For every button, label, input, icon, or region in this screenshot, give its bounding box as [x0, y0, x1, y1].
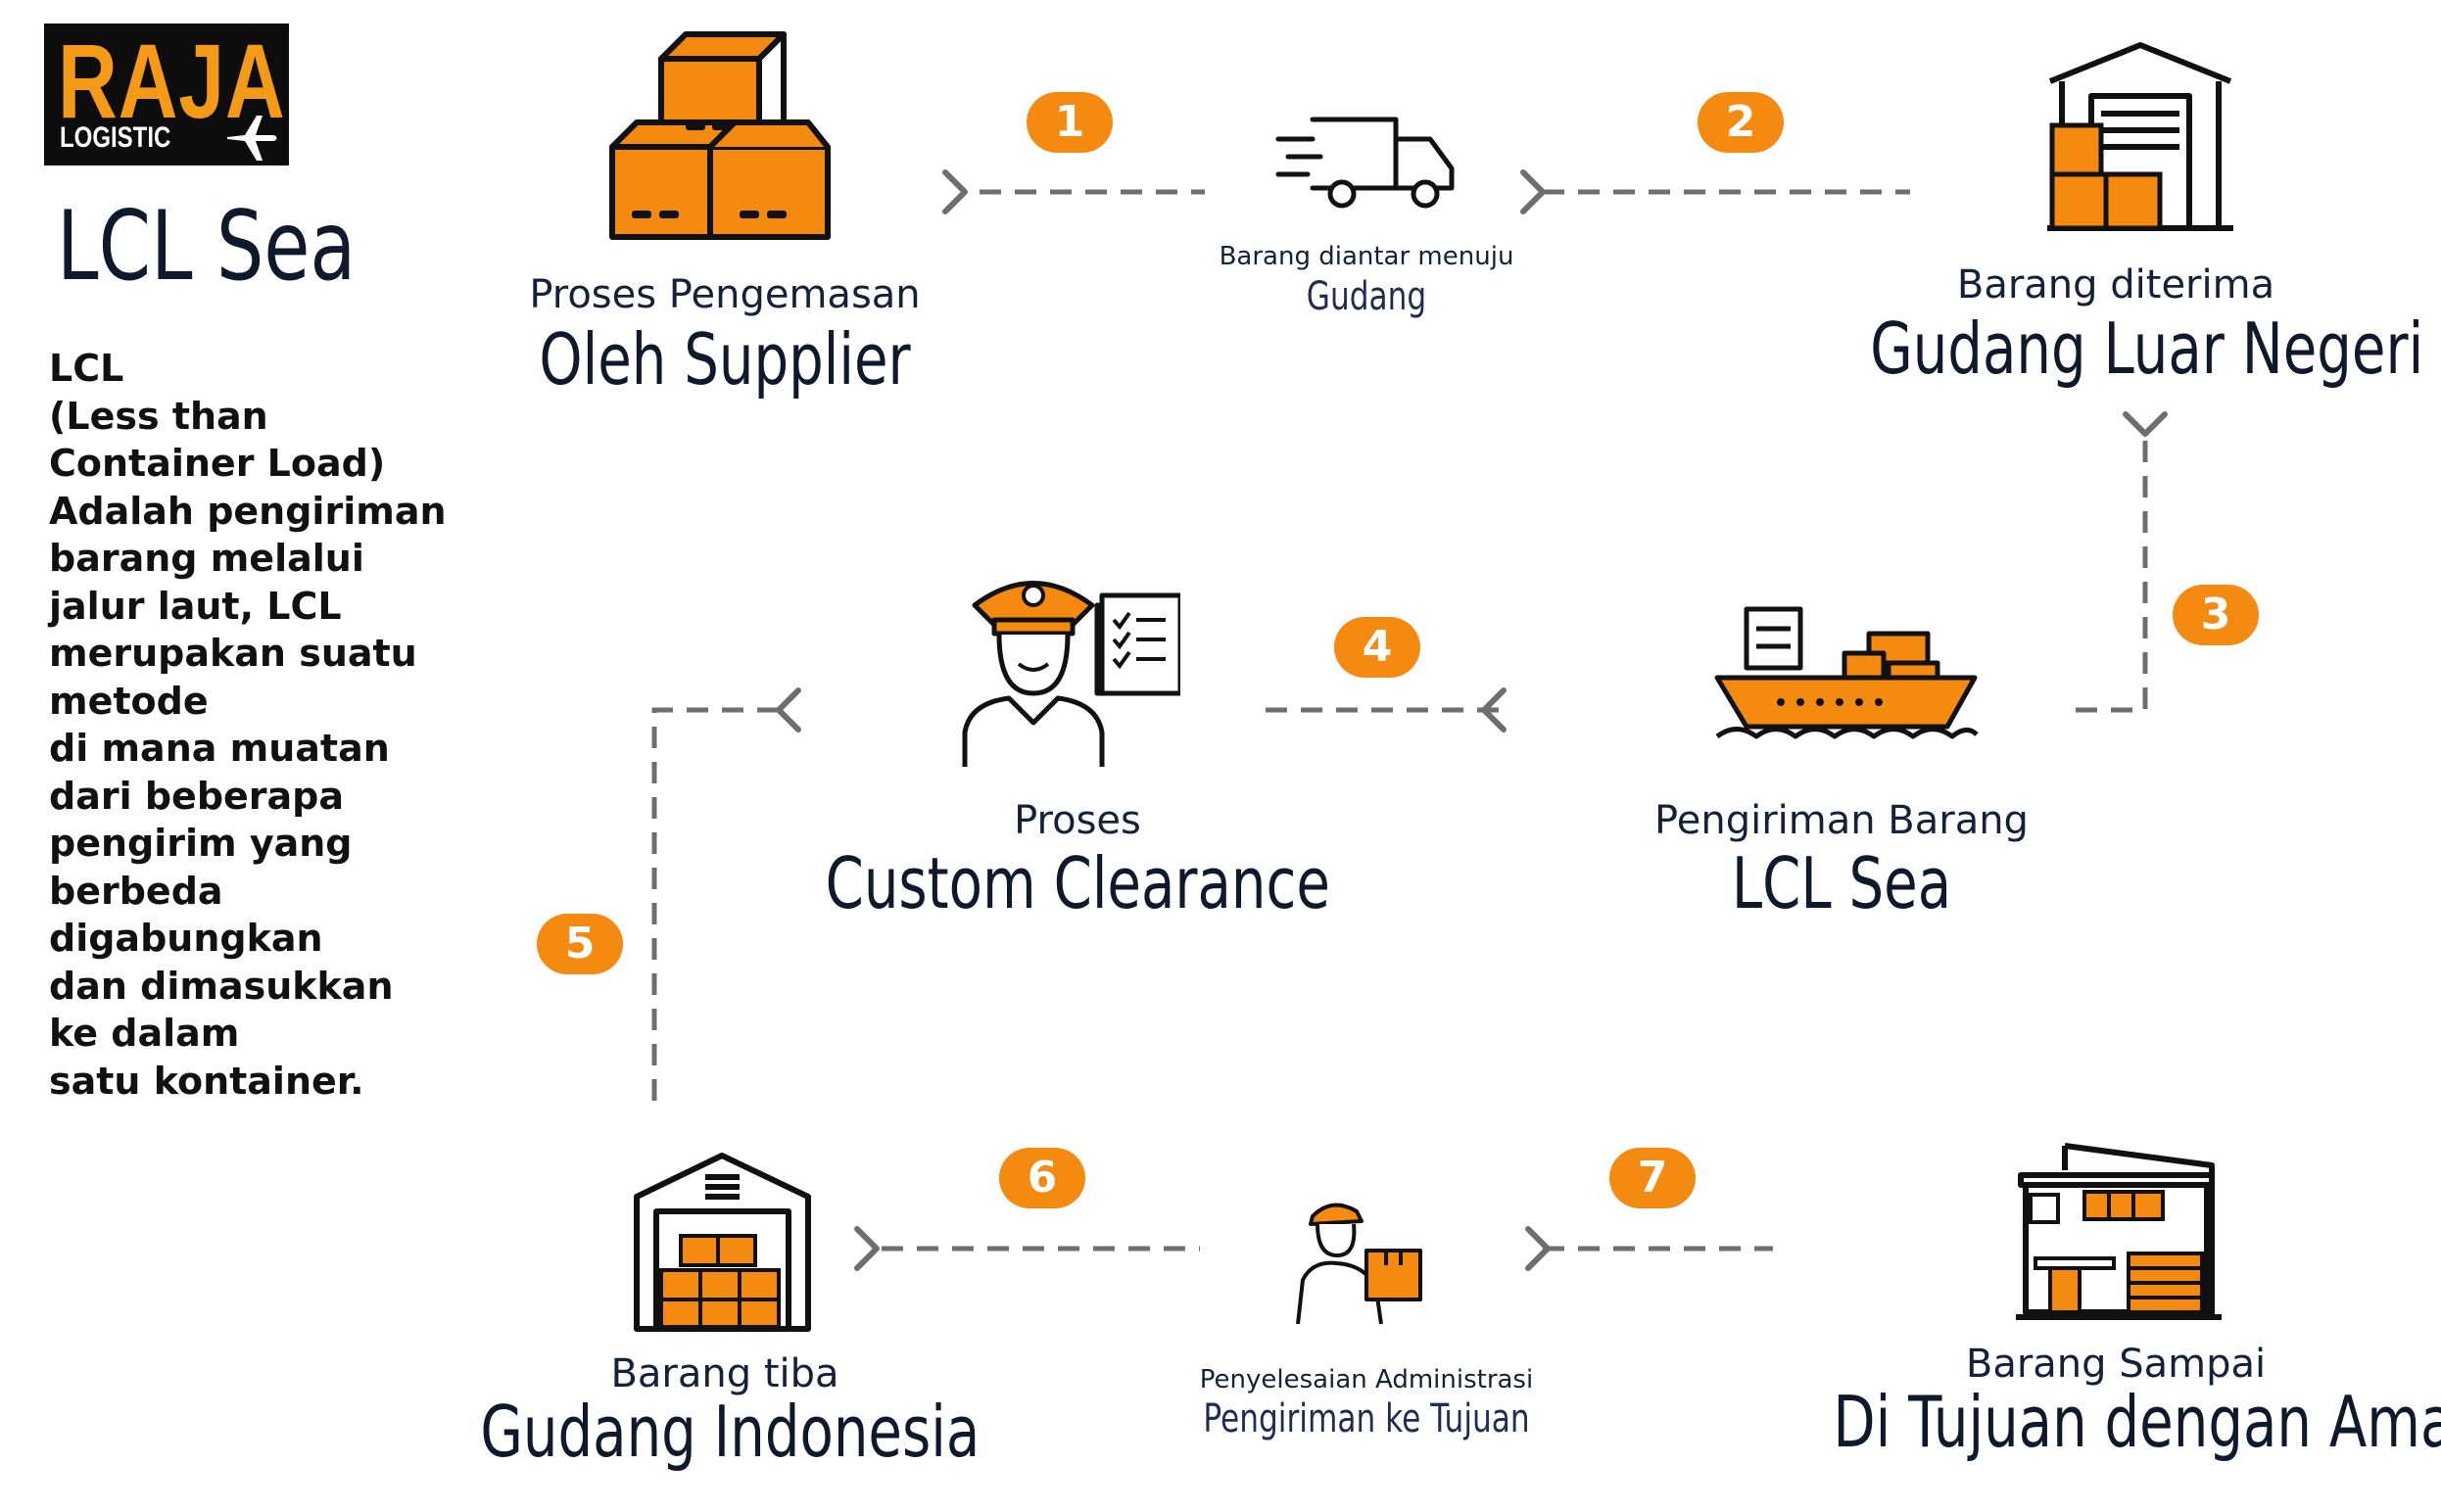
boxes-icon	[609, 31, 831, 240]
logo-subtext: LOGISTIC	[60, 121, 171, 154]
step-badge-3: 3	[2173, 585, 2259, 645]
description-line: Adalah pengiriman	[49, 489, 447, 533]
step-warehouse-abroad-line1: Barang diterima	[1956, 262, 2275, 307]
description-line: digabungkan	[49, 917, 323, 960]
step-packing-line1: Proses Pengemasan	[529, 272, 921, 317]
step-admin-line2: Pengiriman ke Tujuan	[1203, 1396, 1530, 1441]
warehouse-boxes-icon	[634, 1153, 811, 1332]
arrow-chevron	[854, 1226, 880, 1271]
step-admin-line1: Penyelesaian Administrasi	[1199, 1365, 1534, 1394]
description-line: satu kontainer.	[49, 1059, 364, 1103]
logo-text: RAJA	[58, 22, 286, 140]
step-delivery-line1: Barang diantar menuju	[1219, 242, 1514, 271]
description-line: LCL	[49, 347, 124, 390]
step-packing-line2: Oleh Supplier	[539, 318, 911, 401]
cargo-ship-icon	[1714, 606, 1979, 739]
arrow-chevron	[1481, 687, 1507, 732]
page-title: LCL Sea	[57, 191, 357, 303]
step-badge-5: 5	[537, 914, 623, 974]
step-delivery-line2: Gudang	[1306, 274, 1427, 319]
description-line: merupakan suatu	[49, 632, 417, 675]
step-arrived-line2: Di Tujuan dengan Aman	[1833, 1381, 2441, 1463]
lcl-description: LCL (Less than Container Load) Adalah pe…	[49, 345, 460, 1105]
arrow-chevron	[942, 169, 968, 214]
description-line: (Less than	[49, 394, 268, 438]
step-warehouse-id-line1: Barang tiba	[610, 1351, 839, 1396]
step-badge-2: 2	[1698, 92, 1784, 153]
arrow-chevron	[1520, 169, 1546, 214]
arrow-chevron	[1525, 1226, 1551, 1271]
step-warehouse-abroad-line2: Gudang Luar Negeri	[1870, 307, 2424, 390]
courier-icon	[1296, 1203, 1422, 1325]
description-line: di mana muatan	[49, 727, 390, 770]
step-clearance-line1: Proses	[1014, 798, 1141, 843]
description-line: ke dalam	[49, 1012, 240, 1055]
description-line: berbeda	[49, 869, 223, 913]
description-line: pengirim yang	[49, 822, 353, 865]
step-warehouse-id-line2: Gudang Indonesia	[480, 1391, 981, 1473]
customs-officer-icon	[962, 581, 1180, 767]
step-shipping-line1: Pengiriman Barang	[1654, 798, 2029, 843]
building-icon	[2016, 1143, 2222, 1320]
step-badge-7: 7	[1609, 1148, 1696, 1208]
description-line: Container Load)	[49, 442, 386, 485]
step-badge-1: 1	[1027, 92, 1113, 153]
step-clearance-line2: Custom Clearance	[825, 842, 1330, 924]
step-shipping-line2: LCL Sea	[1731, 842, 1952, 924]
delivery-truck-icon	[1275, 117, 1455, 209]
raja-logistic-logo: RAJA LOGISTIC	[44, 24, 289, 165]
step-badge-6: 6	[999, 1148, 1085, 1208]
description-line: metode	[49, 679, 209, 723]
arrow-chevron	[776, 687, 801, 732]
plane-icon	[227, 116, 277, 161]
description-line: barang melalui	[49, 537, 364, 580]
step-arrived-line1: Barang Sampai	[1965, 1342, 2267, 1387]
description-line: dari beberapa	[49, 774, 345, 818]
description-line: jalur laut, LCL	[49, 584, 342, 628]
step-badge-4: 4	[1334, 617, 1420, 678]
description-line: dan dimasukkan	[49, 964, 394, 1008]
warehouse-icon	[2047, 42, 2233, 231]
arrow-chevron	[2123, 411, 2168, 437]
